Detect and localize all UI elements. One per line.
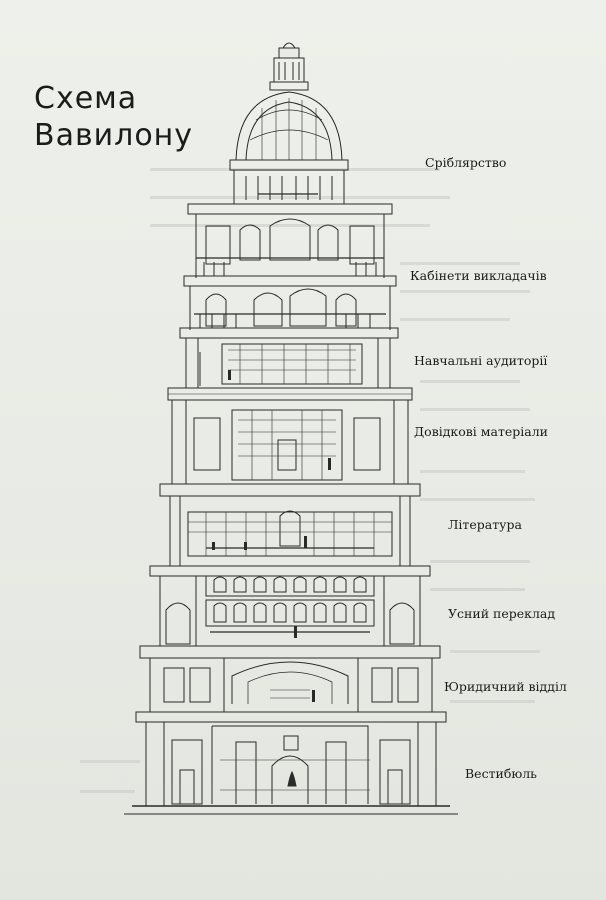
floor-label-interpretation: Усний переклад [448, 606, 556, 621]
floor-label-legal: Юридичний відділ [444, 679, 567, 694]
tier-silversmith [183, 203, 397, 287]
dome-lantern [269, 42, 309, 91]
page-title: Схема Вавилону [34, 80, 234, 154]
tier-reference [159, 399, 421, 497]
tier-interpretation [139, 575, 441, 659]
floor-label-literature: Література [448, 517, 522, 532]
tier-faculty-offices [179, 286, 399, 339]
tier-classrooms [167, 337, 413, 401]
floor-label-silversmith: Сріблярство [425, 155, 507, 170]
figures [212, 370, 331, 702]
tier-vestibule [124, 721, 458, 815]
tier-legal [135, 657, 447, 723]
floor-label-vestibule: Вестибюль [465, 766, 537, 781]
title-line-2: Вавилону [34, 118, 194, 153]
floor-label-classrooms: Навчальні аудиторії [414, 353, 548, 368]
floor-label-faculty-offices: Кабінети викладачів [410, 268, 547, 283]
floor-label-reference: Довідкові матеріали [414, 424, 548, 439]
dome [229, 91, 349, 205]
title-line-1: Схема [34, 81, 138, 116]
tier-literature [149, 495, 431, 577]
